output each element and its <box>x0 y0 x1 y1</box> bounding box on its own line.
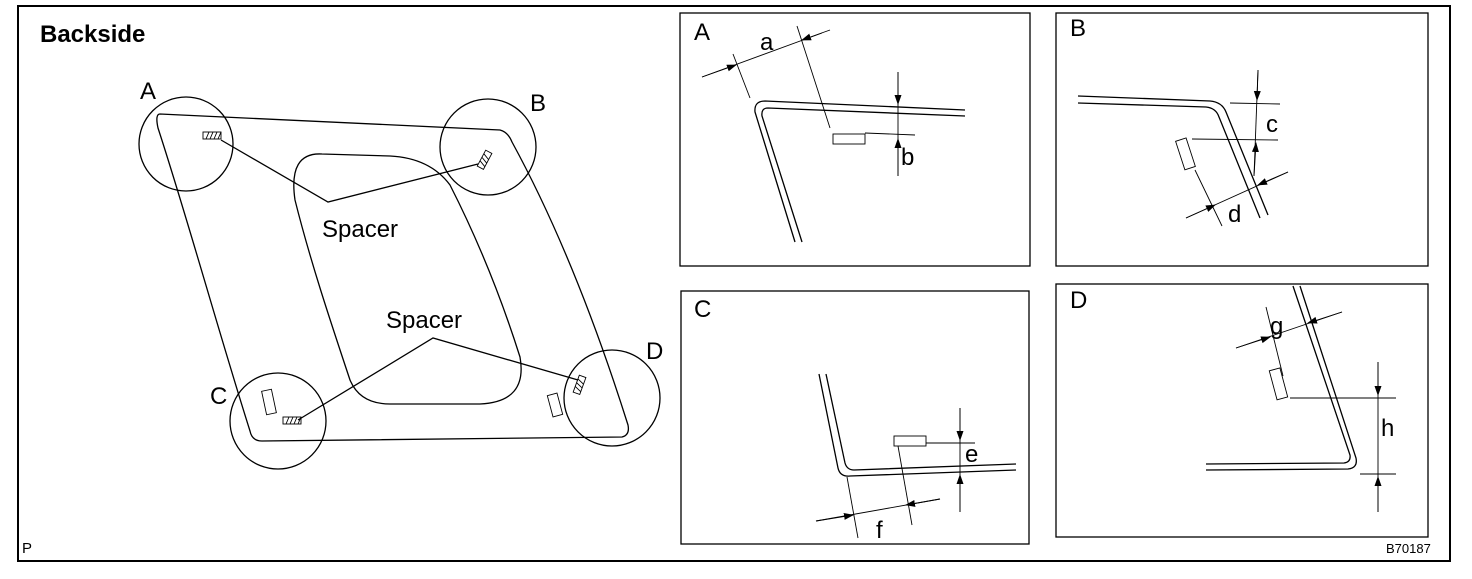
dim-label-d: d <box>1228 201 1241 228</box>
detail-panel-b: B c d <box>1055 12 1429 267</box>
spacer-detail-a <box>832 133 866 145</box>
corner-label-a: A <box>140 78 156 105</box>
dim-label-g: g <box>1270 313 1283 340</box>
drawing-title: Backside <box>40 21 145 48</box>
corner-label-c: C <box>210 383 227 410</box>
detail-label-b: B <box>1070 15 1086 42</box>
detail-frame-c <box>680 290 1030 545</box>
spacer-leader-lower <box>297 337 579 421</box>
spacer-detail-d <box>1268 367 1289 401</box>
outer-frame <box>17 5 1451 562</box>
spacer-b <box>476 149 493 170</box>
detail-panel-d: D g h <box>1055 283 1429 538</box>
spacer-label-lower: Spacer <box>386 307 462 334</box>
detail-panel-c: C e f <box>680 290 1030 545</box>
spacer-detail-c <box>893 435 927 447</box>
detail-label-c: C <box>694 296 711 323</box>
figure-code: B70187 <box>1386 541 1431 556</box>
spacer-d <box>572 374 587 396</box>
dim-label-c: c <box>1266 111 1278 138</box>
inner-window-outline <box>293 153 522 405</box>
spacer-label-upper: Spacer <box>322 216 398 243</box>
detail-panel-a: A a b <box>679 12 1031 267</box>
glass-outline <box>156 113 630 442</box>
spacer-leader-upper <box>220 139 479 203</box>
detail-frame-d <box>1055 283 1429 538</box>
detail-circle-c <box>229 372 327 470</box>
mark-d <box>546 392 564 418</box>
overview-drawing: Backside A B C D <box>22 21 663 557</box>
corner-label-b: B <box>530 90 546 117</box>
detail-frame-a <box>679 12 1031 267</box>
detail-circle-b <box>439 98 537 196</box>
corner-label-d: D <box>646 338 663 365</box>
detail-label-d: D <box>1070 287 1087 314</box>
dim-label-h: h <box>1381 415 1394 442</box>
mark-c <box>261 388 277 416</box>
dim-label-f: f <box>876 517 883 544</box>
spacer-a <box>202 131 222 140</box>
page-marker: P <box>22 540 32 557</box>
spacer-detail-b <box>1175 137 1196 171</box>
detail-circle-a <box>138 96 234 192</box>
spacer-c <box>282 416 302 425</box>
detail-frame-b <box>1055 12 1429 267</box>
detail-label-a: A <box>694 19 710 46</box>
dim-label-e: e <box>965 441 978 468</box>
dim-label-b: b <box>901 144 914 171</box>
dim-label-a: a <box>760 29 774 56</box>
detail-circle-d <box>563 349 661 447</box>
